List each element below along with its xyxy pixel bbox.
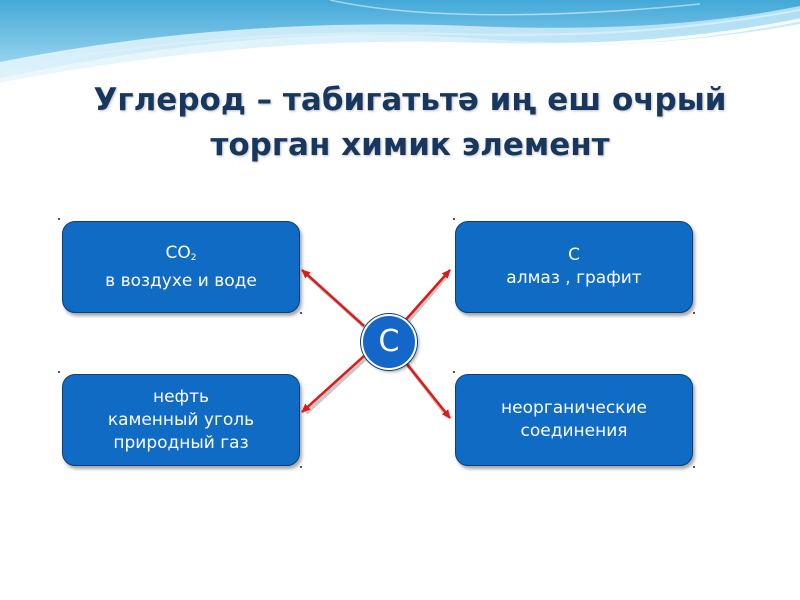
formula-text: CO <box>165 242 191 263</box>
box-text: в воздухе и воде <box>105 270 257 291</box>
carbon-center-node: C <box>361 314 417 370</box>
corner-marker <box>693 312 695 314</box>
corner-marker <box>58 371 60 373</box>
slide-title-line-1: Углерод – табигатьтә иң еш очрый <box>93 82 727 118</box>
corner-marker <box>300 466 302 468</box>
box-fossil-fuels: нефть каменный уголь природный газ <box>62 374 300 466</box>
slide-title-line-2: торган химик элемент <box>210 127 610 163</box>
box-co2-air-water: CO2 в воздухе и воде <box>62 221 300 313</box>
box-formula: C <box>568 245 580 265</box>
corner-marker <box>300 312 302 314</box>
formula-subscript: 2 <box>190 252 197 263</box>
box-line-2: каменный уголь <box>107 409 255 430</box>
corner-marker <box>453 371 455 373</box>
box-formula: CO2 <box>166 242 197 270</box>
corner-marker <box>693 466 695 468</box>
box-inorganic-compounds: неорганические соединения <box>455 374 693 466</box>
box-diamond-graphite: C алмаз , графит <box>455 221 693 313</box>
box-line-3: природный газ <box>113 432 249 453</box>
box-line-1: неорганические <box>501 398 647 418</box>
box-text: алмаз , графит <box>506 268 642 288</box>
box-line-2: соединения <box>520 421 628 441</box>
corner-marker <box>453 218 455 220</box>
box-line-1: нефть <box>152 386 210 407</box>
corner-marker <box>58 218 60 220</box>
